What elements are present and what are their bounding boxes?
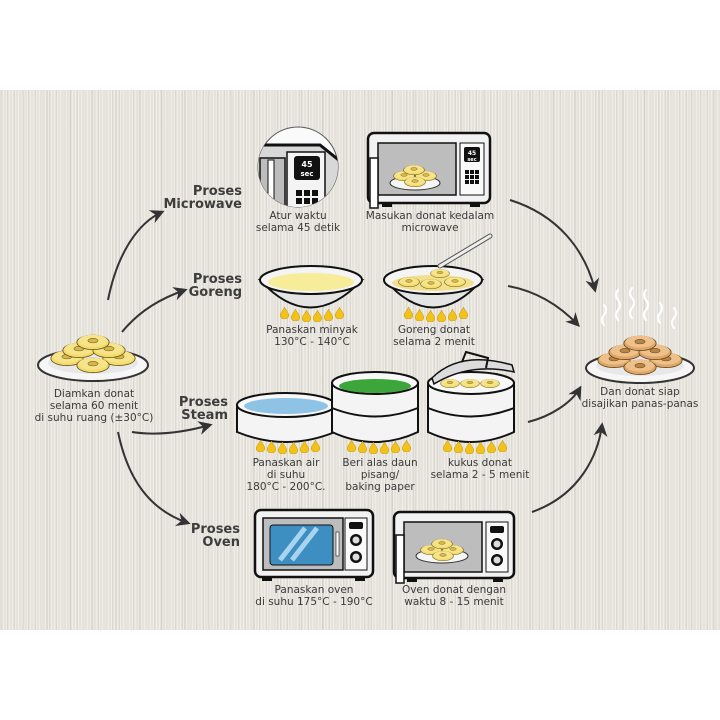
- process-title-microwave: Proses Microwave: [150, 185, 242, 211]
- process-title-line: Oven: [202, 535, 240, 550]
- caption-line: di suhu 175°C - 190°C: [255, 596, 373, 608]
- caption-line: Panaskan minyak: [266, 324, 358, 336]
- pot-water-icon: [236, 392, 336, 454]
- process-title-line: Steam: [181, 408, 228, 423]
- caption-line: di suhu: [266, 469, 306, 481]
- steamer-donut-icon: [427, 350, 516, 454]
- steam-icon: [601, 287, 677, 329]
- process-title-line: Proses: [192, 184, 242, 199]
- arrow-goreng-to-end: [507, 285, 580, 328]
- step-caption-microwave-2: Masukan donat kedalam microwave: [360, 210, 500, 234]
- timer-value: 45: [301, 160, 313, 169]
- caption-line: Masukan donat kedalam: [365, 210, 495, 222]
- step-caption-steam-2: Beri alas daun pisang/ baking paper: [330, 457, 430, 493]
- frying-pan-donut-icon: [382, 233, 493, 322]
- caption-line: selama 45 detik: [255, 222, 341, 234]
- caption-line: Panaskan oven: [274, 584, 354, 596]
- step-caption-goreng-1: Panaskan minyak 130°C - 140°C: [252, 324, 372, 348]
- end-caption: Dan donat siap disajikan panas-panas: [570, 386, 710, 410]
- step-caption-oven-1: Panaskan oven di suhu 175°C - 190°C: [244, 584, 384, 608]
- start-caption: Diamkan donat selama 60 menit di suhu ru…: [10, 388, 178, 424]
- end-caption-line: disajikan panas-panas: [581, 398, 699, 410]
- process-title-steam: Proses Steam: [140, 396, 228, 422]
- timer-unit: sec: [300, 170, 313, 178]
- process-title-line: Microwave: [163, 197, 242, 212]
- start-caption-line: Diamkan donat: [53, 388, 135, 400]
- step-caption-steam-3: kukus donat selama 2 - 5 menit: [420, 457, 540, 481]
- caption-line: Oven donat dengan: [401, 584, 507, 596]
- hot-donut-plate-icon: [585, 287, 695, 384]
- caption-line: baking paper: [345, 481, 415, 493]
- caption-line: Beri alas daun: [342, 457, 418, 469]
- caption-line: Panaskan air: [252, 457, 320, 469]
- frying-pan-oil-icon: [257, 265, 365, 322]
- arrow-start-to-steam: [131, 421, 213, 435]
- flow-arrows: [107, 199, 608, 526]
- step-caption-microwave-1: Atur waktu selama 45 detik: [240, 210, 356, 234]
- arrow-start-to-microwave: [107, 210, 165, 301]
- caption-line: 130°C - 140°C: [274, 336, 350, 348]
- oven-icon: [253, 508, 375, 581]
- oven-donut-icon: [392, 510, 516, 584]
- caption-line: selama 2 - 5 menit: [430, 469, 530, 481]
- step-caption-goreng-2: Goreng donat selama 2 menit: [378, 324, 490, 348]
- timer-unit: sec: [467, 157, 476, 163]
- caption-line: Goreng donat: [397, 324, 471, 336]
- process-title-line: Proses: [190, 522, 240, 537]
- caption-line: kukus donat: [448, 457, 512, 469]
- arrow-oven-to-end: [531, 422, 608, 513]
- arrow-start-to-oven: [117, 431, 191, 526]
- timer-value: 45: [468, 150, 476, 157]
- process-title-line: Proses: [192, 272, 242, 287]
- process-title-goreng: Proses Goreng: [150, 273, 242, 299]
- caption-line: selama 2 menit: [393, 336, 475, 348]
- start-caption-line: di suhu ruang (±30°C): [34, 412, 154, 424]
- caption-line: pisang/: [360, 469, 400, 481]
- end-caption-line: Dan donat siap: [600, 386, 680, 398]
- step-caption-steam-1: Panaskan air di suhu 180°C - 200°C.: [226, 457, 346, 493]
- caption-line: 180°C - 200°C.: [246, 481, 326, 493]
- start-caption-line: selama 60 menit: [49, 400, 139, 412]
- steamer-leaf-icon: [331, 371, 419, 454]
- process-title-oven: Proses Oven: [150, 523, 240, 549]
- caption-line: microwave: [401, 222, 459, 234]
- arrow-microwave-to-end: [509, 199, 600, 293]
- caption-line: Atur waktu: [269, 210, 327, 222]
- process-title-line: Proses: [178, 395, 228, 410]
- process-title-line: Goreng: [188, 285, 242, 300]
- donut-plate-icon: [37, 334, 149, 382]
- arrow-steam-to-end: [527, 385, 582, 423]
- step-caption-oven-2: Oven donat dengan waktu 8 - 15 menit: [390, 584, 518, 608]
- microwave-donut-icon: 45 sec: [366, 131, 492, 209]
- arrow-start-to-goreng: [121, 287, 188, 333]
- caption-line: waktu 8 - 15 menit: [404, 596, 504, 608]
